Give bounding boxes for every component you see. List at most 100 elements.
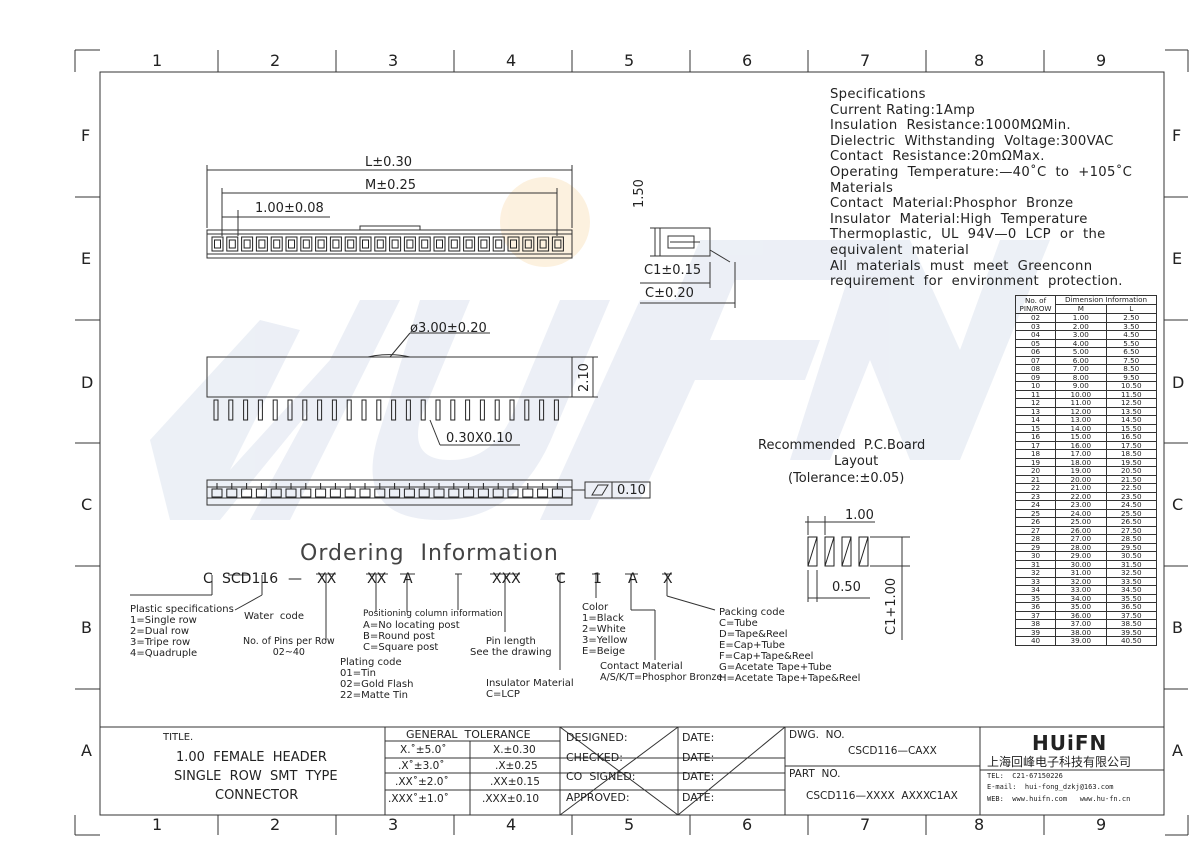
contact-cell bbox=[344, 236, 357, 252]
tol-linear: .XXX±0.10 bbox=[482, 793, 540, 805]
contact-cell bbox=[403, 236, 416, 252]
pcb-pad-height: C1+1.00 bbox=[884, 577, 899, 635]
spec-line: Insulator Material:High Temperature bbox=[830, 211, 1088, 227]
col-label: 5 bbox=[624, 51, 635, 70]
general-tolerance: GENERAL TOLERANCE bbox=[406, 728, 531, 741]
table-cell: 38.50 bbox=[1105, 619, 1158, 629]
pin-lead bbox=[435, 399, 441, 421]
col-label: 3 bbox=[388, 51, 399, 70]
dim-pin-size: 0.30X0.10 bbox=[446, 431, 513, 446]
row-label: F bbox=[81, 126, 91, 145]
contact-cell-inner bbox=[228, 239, 236, 249]
table-cell: 10 bbox=[1014, 381, 1057, 391]
row-label: C bbox=[81, 495, 93, 514]
row-label: E bbox=[81, 249, 92, 268]
title-line-1: 1.00 FEMALE HEADER bbox=[176, 750, 327, 765]
contact-cell-inner bbox=[436, 239, 443, 249]
pcb-layout-label: Layout bbox=[834, 454, 879, 469]
table-cell: 26 bbox=[1014, 517, 1057, 527]
table-cell: 19.00 bbox=[1055, 466, 1107, 476]
col-label: 9 bbox=[1096, 815, 1107, 834]
contact-cell bbox=[241, 236, 254, 252]
col-label: 2 bbox=[270, 815, 281, 834]
spec-line: Thermoplastic, UL 94V—0 LCP or the bbox=[830, 227, 1106, 243]
role-checked: CHECKED: bbox=[566, 751, 623, 764]
dwg-no: CSCD116—CAXX bbox=[848, 745, 937, 757]
table-cell: 9.00 bbox=[1055, 381, 1107, 391]
dim-c1: C1±0.15 bbox=[644, 263, 702, 278]
pcb-pads bbox=[807, 536, 869, 567]
code-part: A bbox=[628, 571, 638, 587]
row-label: D bbox=[1172, 373, 1185, 392]
contact-cell bbox=[507, 236, 520, 252]
code-part: C bbox=[556, 571, 566, 587]
dim-height-210: 2.10 bbox=[577, 363, 592, 392]
spec-line: equivalent material bbox=[830, 242, 970, 258]
contact-cell-inner bbox=[539, 239, 547, 249]
side-view bbox=[640, 227, 736, 308]
pcb-title: Recommended P.C.Board bbox=[758, 438, 926, 453]
contact-cell bbox=[477, 236, 490, 252]
row-label: B bbox=[1172, 618, 1183, 637]
table-cell: 20.50 bbox=[1105, 466, 1158, 476]
top-view bbox=[206, 165, 573, 259]
pcb-pitch: 1.00 bbox=[845, 508, 874, 523]
pcb-pad bbox=[807, 536, 818, 567]
title-line-2: SINGLE ROW SMT TYPE bbox=[174, 769, 338, 784]
tol-angle: .XXX˚±1.0˚ bbox=[388, 793, 449, 805]
code-part: XXX bbox=[492, 571, 521, 587]
table-cell: 13.00 bbox=[1055, 415, 1107, 425]
row-label: A bbox=[1172, 741, 1183, 760]
pcb-pad bbox=[858, 536, 869, 567]
col-label: 2 bbox=[270, 51, 281, 70]
contact-cell-inner bbox=[302, 239, 310, 249]
bottom-contact bbox=[522, 488, 534, 498]
contact-cell-inner bbox=[347, 239, 355, 249]
table-cell: 24.50 bbox=[1105, 500, 1158, 510]
col-label: 1 bbox=[152, 51, 163, 70]
table-cell: 17.00 bbox=[1055, 449, 1107, 459]
dim-pitch: 1.00±0.08 bbox=[255, 201, 324, 216]
table-cell: 08 bbox=[1014, 364, 1057, 374]
col-label: 8 bbox=[974, 815, 985, 834]
contact-cell bbox=[463, 236, 476, 252]
contact-cell-inner bbox=[362, 239, 369, 249]
pin-lead bbox=[376, 399, 382, 421]
table-header: L bbox=[1105, 304, 1158, 314]
table-cell: 06 bbox=[1014, 347, 1057, 357]
pcb-tolerance: (Tolerance:±0.05) bbox=[788, 471, 905, 486]
table-cell: 36 bbox=[1014, 602, 1057, 612]
contact-cell-inner bbox=[273, 239, 281, 249]
pin-lead bbox=[213, 399, 219, 421]
bottom-contact bbox=[537, 488, 549, 498]
bottom-contact bbox=[359, 488, 371, 498]
table-cell: 22.50 bbox=[1105, 483, 1158, 493]
code-part: — bbox=[288, 571, 302, 587]
table-cell: 4.50 bbox=[1105, 330, 1158, 340]
contact-cell-inner bbox=[332, 239, 340, 249]
col-label: 4 bbox=[506, 51, 517, 70]
pin-lead bbox=[272, 399, 278, 421]
title-line-3: CONNECTOR bbox=[215, 788, 299, 803]
code-part: XX bbox=[317, 571, 337, 587]
contact-cell bbox=[285, 236, 298, 252]
bottom-view-cells bbox=[211, 483, 563, 498]
table-cell: 40.50 bbox=[1105, 636, 1158, 646]
table-cell: 04 bbox=[1014, 330, 1057, 340]
bottom-contact bbox=[315, 488, 327, 498]
